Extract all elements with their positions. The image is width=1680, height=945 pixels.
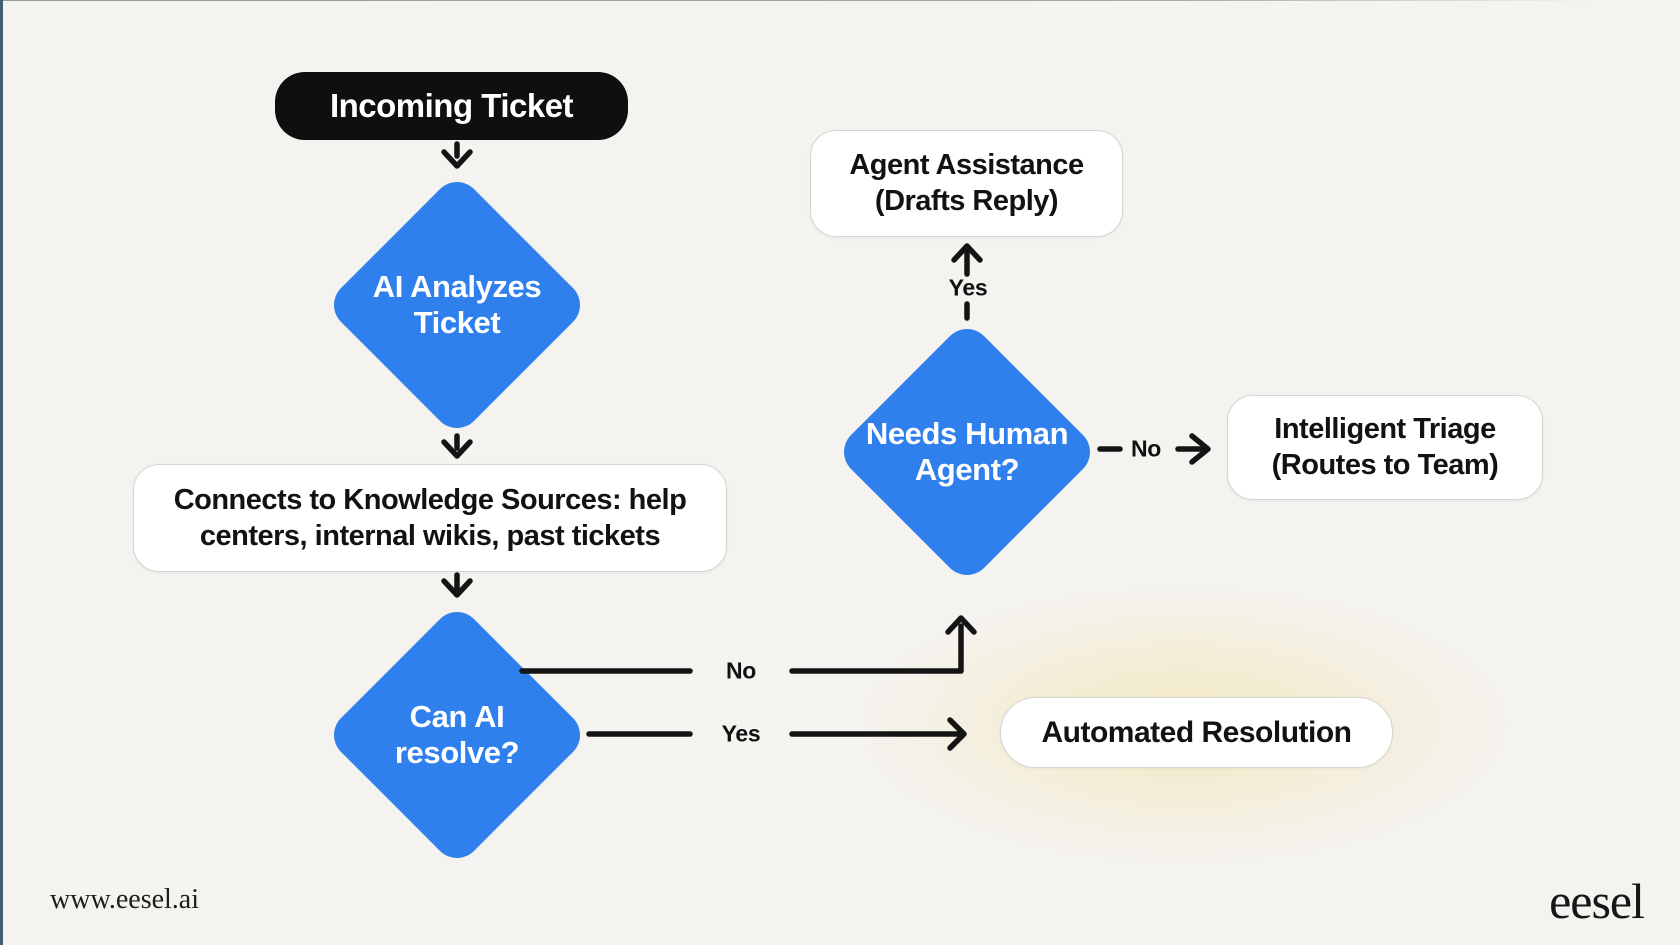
knowledge-sources-label: Connects to Knowledge Sources: help cent… <box>173 483 687 552</box>
edge-label-yes-needs-human: Yes <box>948 274 988 301</box>
arrow-knowledge-to-resolve <box>441 572 473 598</box>
left-accent-border <box>0 0 3 945</box>
diamond-ai-analyzes-ticket: AI Analyzes Ticket <box>324 172 590 438</box>
diamond-needs-human-agent: Needs Human Agent? <box>834 319 1100 585</box>
automated-resolution-box: Automated Resolution <box>1000 697 1393 768</box>
intelligent-triage-box: Intelligent Triage (Routes to Team) <box>1227 395 1543 500</box>
website-url: www.eesel.ai <box>50 884 200 915</box>
edge-label-no-needs-human: No <box>1130 435 1162 462</box>
can-ai-resolve-label: Can AI resolve? <box>394 699 520 770</box>
arrow-incoming-to-analyze <box>441 141 473 169</box>
agent-assistance-label: Agent Assistance (Drafts Reply) <box>849 149 1084 217</box>
diamond-can-ai-resolve: Can AI resolve? <box>324 602 590 868</box>
eesel-logo: eesel <box>1549 873 1645 929</box>
intelligent-triage-label: Intelligent Triage (Routes to Team) <box>1271 413 1499 481</box>
incoming-ticket-label: Incoming Ticket <box>329 87 574 124</box>
start-node-incoming-ticket: Incoming Ticket <box>275 72 628 140</box>
needs-human-agent-label: Needs Human Agent? <box>865 416 1069 487</box>
ai-analyzes-ticket-label: AI Analyzes Ticket <box>372 269 542 340</box>
agent-assistance-box: Agent Assistance (Drafts Reply) <box>810 130 1123 237</box>
edge-label-yes-can-resolve: Yes <box>721 720 761 747</box>
knowledge-sources-box: Connects to Knowledge Sources: help cent… <box>133 464 727 572</box>
automated-resolution-label: Automated Resolution <box>1041 715 1353 749</box>
edge-label-no-can-resolve: No <box>725 657 757 684</box>
arrow-resolve-yes-to-automated <box>586 717 967 751</box>
top-hairline <box>0 0 1680 1</box>
